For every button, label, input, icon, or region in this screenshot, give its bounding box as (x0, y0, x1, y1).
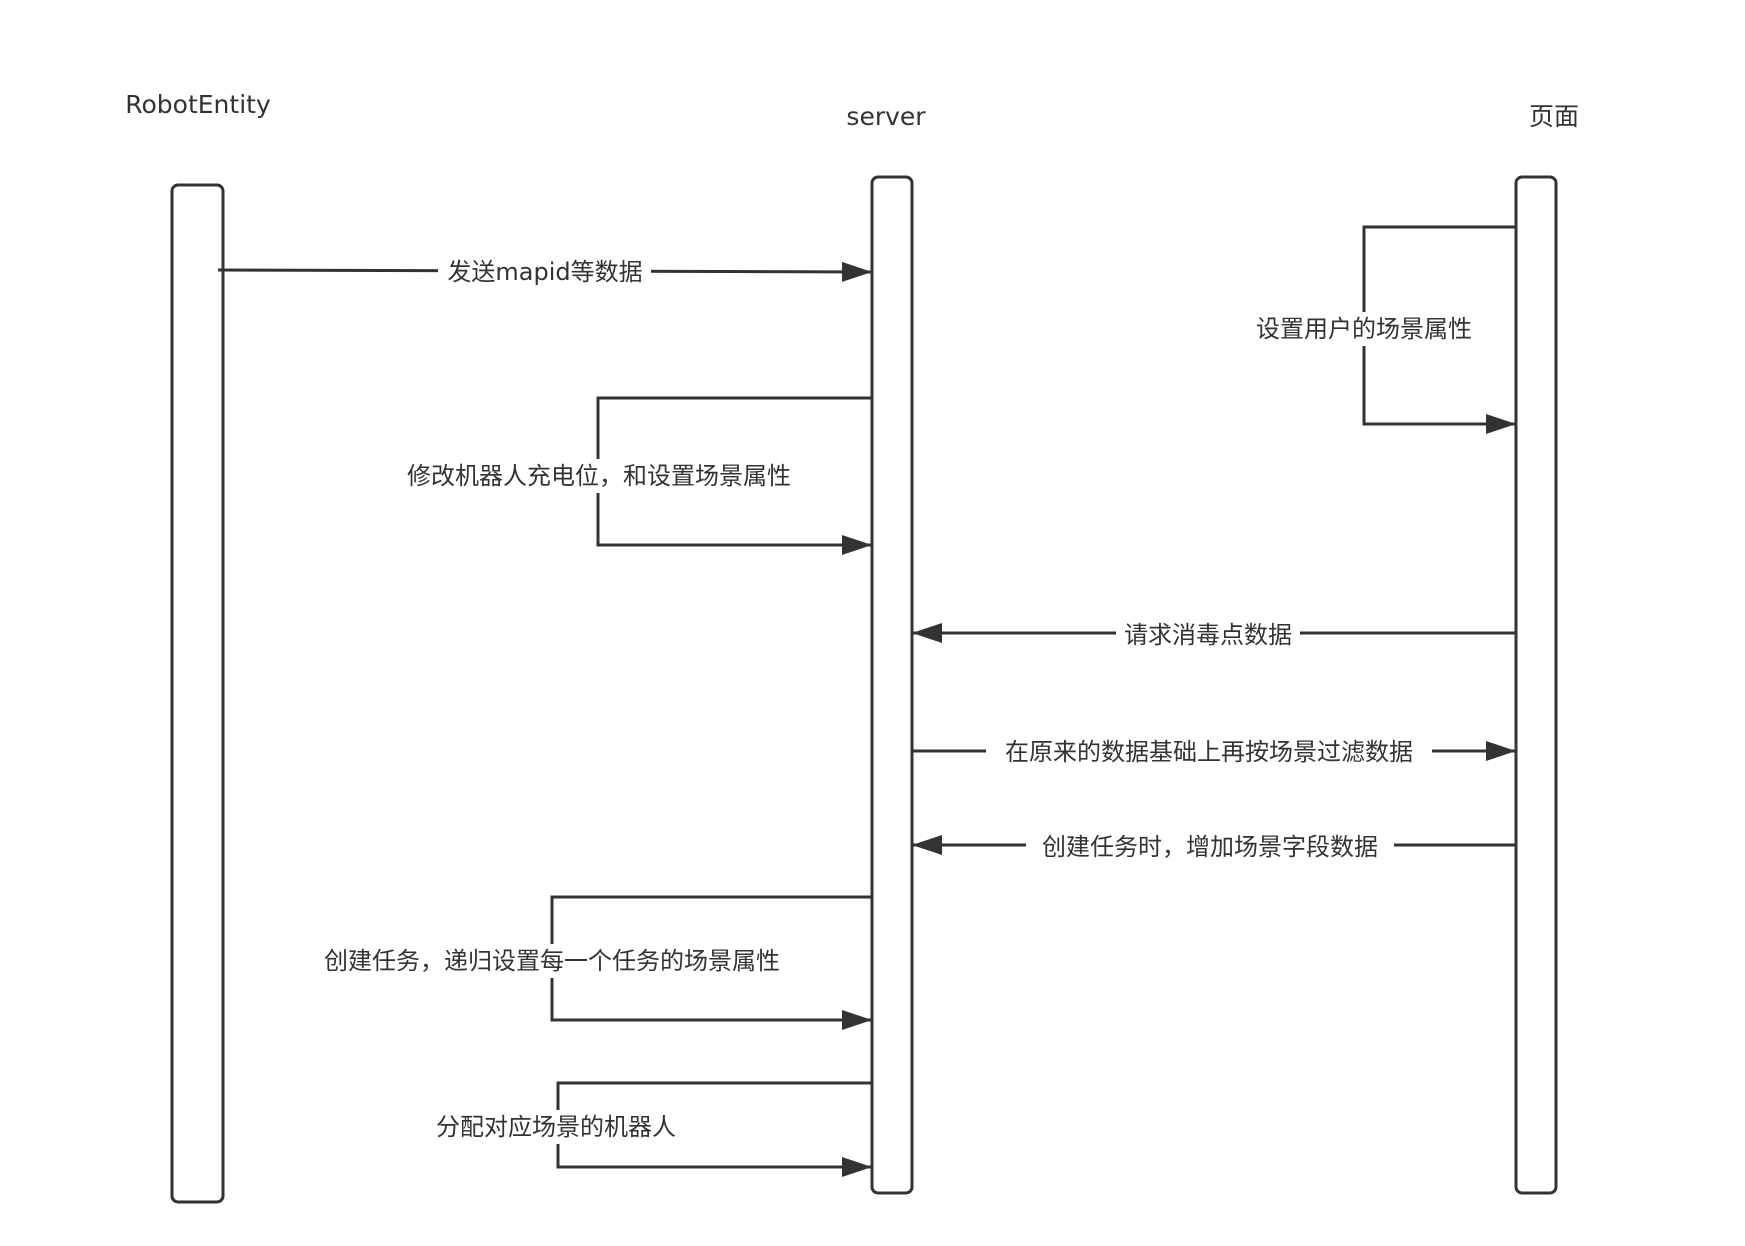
lifeline-robot (170, 183, 225, 1204)
participant-label-page: 页面 (1529, 102, 1579, 131)
message-label-m5: 在原来的数据基础上再按场景过滤数据 (1005, 738, 1413, 766)
message-m1: 发送mapid等数据 (217, 255, 873, 289)
message-m2: 设置用户的场景属性 (1246, 225, 1516, 434)
message-label-m3: 修改机器人充电位，和设置场景属性 (407, 462, 791, 490)
message-m4: 请求消毒点数据 (912, 618, 1516, 652)
lifeline-page (1514, 175, 1558, 1195)
message-label-m8: 分配对应场景的机器人 (436, 1113, 676, 1141)
message-label-m1: 发送mapid等数据 (447, 258, 642, 286)
message-m5: 在原来的数据基础上再按场景过滤数据 (912, 735, 1516, 769)
participant-label-server: server (846, 102, 926, 131)
message-m8: 分配对应场景的机器人 (424, 1081, 872, 1177)
message-label-m4: 请求消毒点数据 (1124, 621, 1292, 649)
message-label-m7: 创建任务，递归设置每一个任务的场景属性 (324, 947, 780, 975)
message-label-m2: 设置用户的场景属性 (1256, 315, 1472, 343)
message-m6: 创建任务时，增加场景字段数据 (912, 830, 1516, 864)
message-label-m6: 创建任务时，增加场景字段数据 (1042, 833, 1378, 861)
participant-label-robot: RobotEntity (125, 90, 271, 119)
message-m3: 修改机器人充电位，和设置场景属性 (384, 396, 872, 555)
lifeline-server (870, 175, 914, 1195)
message-m7: 创建任务，递归设置每一个任务的场景属性 (298, 895, 872, 1030)
